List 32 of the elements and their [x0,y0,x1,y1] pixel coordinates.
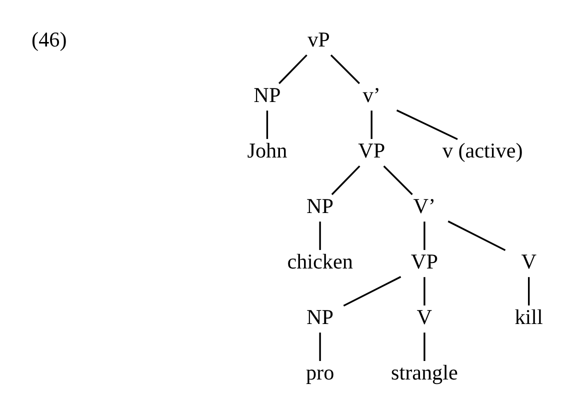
node-text: NP [254,83,281,108]
connector [424,332,426,361]
connector [424,222,426,250]
connector [266,110,268,139]
node-text: V [521,250,536,274]
connector [319,332,321,361]
node-text: vP [308,28,330,52]
label: (46) [32,28,67,52]
connector [343,276,402,306]
node-text: V’ [413,194,436,218]
connector [448,220,506,251]
node-text: John [247,138,288,163]
connector [528,277,530,306]
node-text: v’ [362,83,380,108]
connector [330,54,360,84]
connector [278,54,308,84]
connector [383,165,413,196]
connector [424,277,426,306]
connector [396,110,458,140]
node-text: pro [306,360,334,385]
node-text: NP [306,194,334,218]
connector [370,110,372,139]
connector [331,165,360,196]
node-text: V [416,305,432,330]
node-text: v (active) [442,138,523,163]
node-text: VP [410,250,438,274]
node-text: VP [358,138,386,163]
node-text: strangle [391,360,458,385]
node-text: kill [514,305,543,330]
connector [319,222,321,250]
node-text: NP [306,305,334,330]
node-text: chicken [287,250,353,274]
